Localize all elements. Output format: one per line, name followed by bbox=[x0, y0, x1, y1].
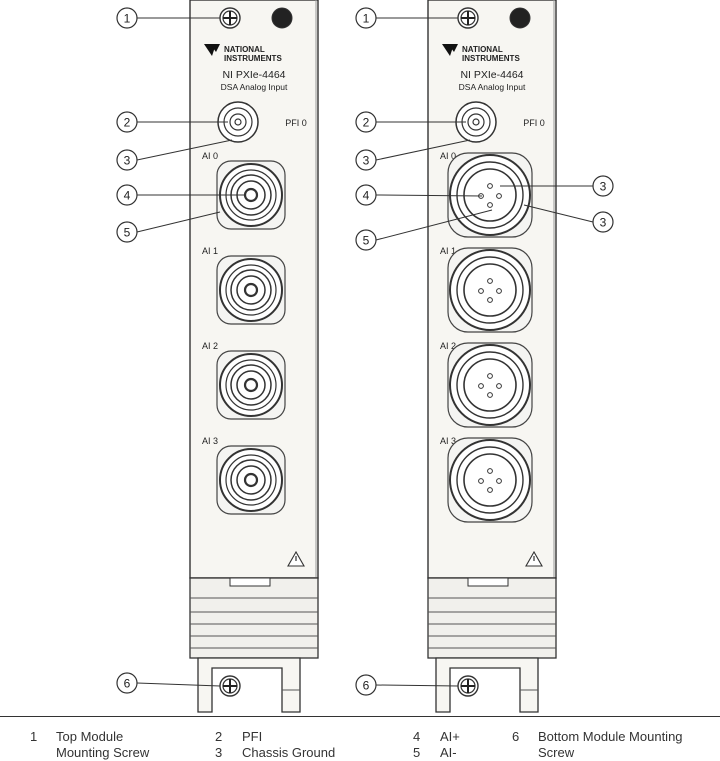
lemo-connector-ai-1 bbox=[447, 247, 533, 333]
svg-text:2: 2 bbox=[363, 116, 370, 130]
callout-3-right: 3 bbox=[355, 139, 471, 171]
warning-triangle-icon bbox=[287, 550, 305, 567]
lemo-connector-ai-3 bbox=[447, 437, 533, 523]
brand-line-1: NATIONAL bbox=[462, 45, 503, 54]
module-subtitle: DSA Analog Input bbox=[221, 82, 288, 92]
pfi-connector bbox=[217, 101, 259, 143]
svg-text:6: 6 bbox=[124, 677, 131, 691]
top-mounting-screw-icon bbox=[219, 7, 241, 29]
brand-line-2: INSTRUMENTS bbox=[462, 54, 520, 63]
svg-text:1: 1 bbox=[124, 12, 131, 26]
legend-6-text-line2: Screw bbox=[538, 745, 575, 760]
module-subtitle: DSA Analog Input bbox=[459, 82, 526, 92]
legend-3-text: Chassis Ground bbox=[242, 745, 336, 760]
bnc-connector-ai-1 bbox=[216, 255, 286, 325]
svg-text:5: 5 bbox=[363, 234, 370, 248]
callout-4-left: 4 bbox=[116, 184, 244, 206]
legend-3-number: 3 bbox=[215, 745, 223, 760]
callout-2-right: 2 bbox=[355, 111, 466, 133]
svg-text:5: 5 bbox=[124, 226, 131, 240]
legend-4-text: AI+ bbox=[440, 729, 460, 744]
legend-1-text-line1: Top Module bbox=[56, 729, 124, 744]
callout-5-left: 5 bbox=[116, 211, 221, 243]
bottom-mounting-screw-icon bbox=[457, 675, 479, 697]
bnc-connector-ai-2 bbox=[216, 350, 286, 420]
legend-5-text: AI- bbox=[440, 745, 457, 760]
callout-6-left: 6 bbox=[116, 672, 221, 694]
svg-text:3: 3 bbox=[124, 154, 131, 168]
ejector-handle bbox=[427, 577, 557, 713]
channel-label-ai-1: AI 1 bbox=[440, 246, 456, 256]
ejector-handle bbox=[189, 577, 319, 713]
svg-text:3: 3 bbox=[600, 180, 607, 194]
pfi-connector bbox=[455, 101, 497, 143]
callout-2-left: 2 bbox=[116, 111, 228, 133]
channel-label-ai-2: AI 2 bbox=[440, 341, 456, 351]
lemo-connector-ai-0 bbox=[447, 152, 533, 238]
svg-text:1: 1 bbox=[363, 12, 370, 26]
channel-label-ai-0: AI 0 bbox=[202, 151, 218, 161]
panel-knob bbox=[271, 7, 293, 29]
svg-text:4: 4 bbox=[363, 189, 370, 203]
lemo-connector-ai-2 bbox=[447, 342, 533, 428]
legend-6-number: 6 bbox=[512, 729, 520, 744]
bottom-mounting-screw-icon bbox=[219, 675, 241, 697]
legend-1-number: 1 bbox=[30, 729, 38, 744]
bnc-connector-ai-3 bbox=[216, 445, 286, 515]
callout-3-right-pin: 3 bbox=[500, 175, 614, 197]
module-model: NI PXIe-4464 bbox=[222, 69, 285, 81]
legend-2-text: PFI bbox=[242, 729, 263, 744]
legend-5-number: 5 bbox=[413, 745, 421, 760]
legend-6-text-line1: Bottom Module Mounting bbox=[538, 729, 683, 744]
channel-label-ai-3: AI 3 bbox=[202, 436, 218, 446]
ni-logo-icon bbox=[442, 44, 458, 56]
callout-1-left: 1 bbox=[116, 7, 220, 29]
pfi-label: PFI 0 bbox=[285, 118, 307, 128]
module-model: NI PXIe-4464 bbox=[460, 69, 523, 81]
channel-label-ai-3: AI 3 bbox=[440, 436, 456, 446]
callout-1-right: 1 bbox=[355, 7, 458, 29]
ni-logo-icon bbox=[204, 44, 220, 56]
channel-label-ai-0: AI 0 bbox=[440, 151, 456, 161]
brand-line-2: INSTRUMENTS bbox=[224, 54, 282, 63]
legend-2-number: 2 bbox=[215, 729, 223, 744]
legend-1-text-line2: Mounting Screw bbox=[56, 745, 150, 760]
top-mounting-screw-icon bbox=[457, 7, 479, 29]
callout-legend: 1 Top Module Mounting Screw 2 PFI 3 Chas… bbox=[0, 716, 720, 761]
callout-4-right: 4 bbox=[355, 184, 483, 206]
svg-text:3: 3 bbox=[363, 154, 370, 168]
panel-knob bbox=[509, 7, 531, 29]
brand-line-1: NATIONAL bbox=[224, 45, 265, 54]
svg-text:2: 2 bbox=[124, 116, 131, 130]
callout-3-right-shell: 3 bbox=[523, 204, 614, 233]
callout-5-right: 5 bbox=[355, 209, 493, 251]
channel-label-ai-2: AI 2 bbox=[202, 341, 218, 351]
callout-3-left: 3 bbox=[116, 139, 233, 171]
callout-6-right: 6 bbox=[355, 674, 459, 696]
svg-text:6: 6 bbox=[363, 679, 370, 693]
svg-text:3: 3 bbox=[600, 216, 607, 230]
svg-text:4: 4 bbox=[124, 189, 131, 203]
warning-triangle-icon bbox=[525, 550, 543, 567]
pfi-label: PFI 0 bbox=[523, 118, 545, 128]
legend-4-number: 4 bbox=[413, 729, 421, 744]
channel-label-ai-1: AI 1 bbox=[202, 246, 218, 256]
